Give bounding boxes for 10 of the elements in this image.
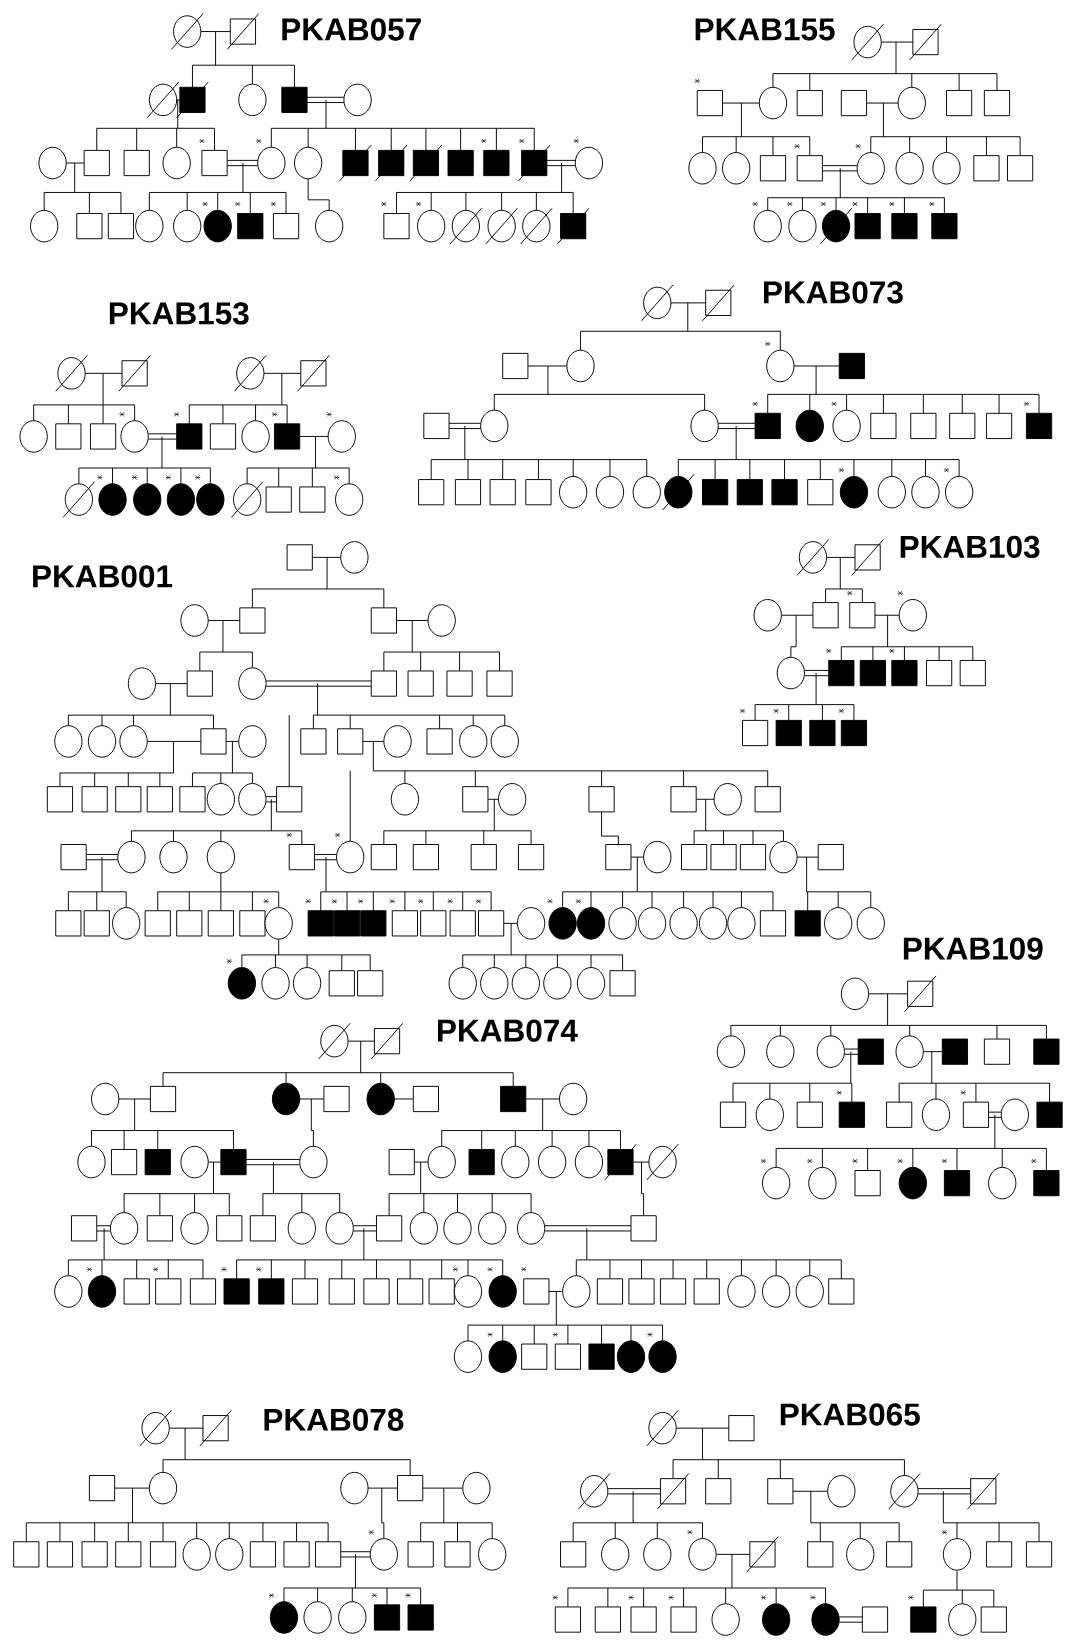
pedigree-id: PKAB074 bbox=[438, 1019, 578, 1042]
pedigree-id: PKAB155 bbox=[695, 18, 835, 41]
pedigree-id: PKAB103 bbox=[900, 535, 1040, 559]
pedigree-id: PKAB153 bbox=[110, 302, 249, 325]
pedigree-id: PKAB078 bbox=[264, 1408, 404, 1431]
pedigree-id: PKAB073 bbox=[764, 281, 903, 304]
pedigree-id: PKAB065 bbox=[781, 1403, 921, 1426]
pedigree-id: PKAB109 bbox=[904, 937, 1043, 960]
pedigree-id: PKAB001 bbox=[33, 565, 173, 588]
pedigree-id: PKAB057 bbox=[282, 18, 422, 41]
